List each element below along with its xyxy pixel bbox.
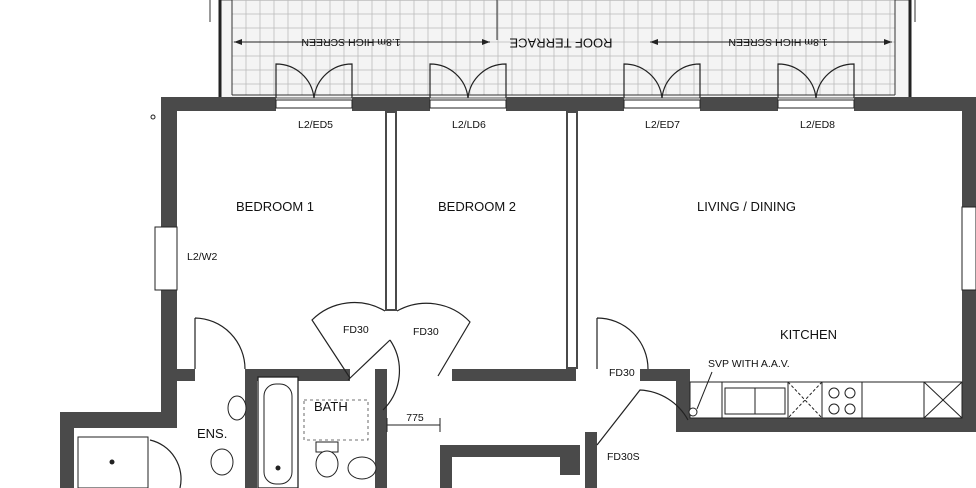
pin-marker <box>150 114 156 120</box>
door-label-ld6: L2/LD6 <box>452 119 486 131</box>
bath-label: BATH <box>314 399 348 414</box>
svp-label: SVP WITH A.A.V. <box>708 358 790 370</box>
ensuite-label: ENS. <box>197 426 227 441</box>
screen-label-right: 1.8m HIGH SCREEN <box>728 36 827 48</box>
terrace-doors <box>275 63 855 99</box>
window-label-w2: L2/W2 <box>187 251 218 263</box>
kitchen-units <box>688 371 963 419</box>
internal-walls <box>177 111 690 488</box>
bath-fixtures <box>77 376 377 488</box>
door-label-fd30s: FD30S <box>607 451 640 463</box>
dimension-775-label: 775 <box>406 412 424 424</box>
door-label-ed7: L2/ED7 <box>645 119 680 131</box>
door-swings <box>149 301 689 488</box>
bedroom2-label: BEDROOM 2 <box>438 199 516 214</box>
door-label-ed8: L2/ED8 <box>800 119 835 131</box>
screen-label-left: 1.8m HIGH SCREEN <box>301 36 400 48</box>
door-label-fd30-bedroom1: FD30 <box>343 324 369 336</box>
living-dining-label: LIVING / DINING <box>697 199 796 214</box>
roof-terrace-area <box>209 0 916 99</box>
bedroom1-label: BEDROOM 1 <box>236 199 314 214</box>
door-label-fd30-bedroom2: FD30 <box>413 326 439 338</box>
door-label-ed5: L2/ED5 <box>298 119 333 131</box>
screen-dimension-lines <box>234 39 892 45</box>
outer-walls <box>60 97 976 488</box>
roof-terrace-label: ROOF TERRACE <box>509 36 612 51</box>
kitchen-label: KITCHEN <box>780 327 837 342</box>
door-label-fd30-living: FD30 <box>609 367 635 379</box>
dimension-775: 775 <box>386 412 441 432</box>
